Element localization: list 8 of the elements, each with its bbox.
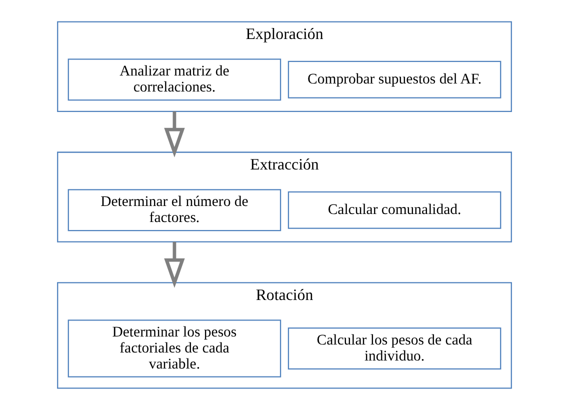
arrow	[164, 242, 184, 288]
node-box: Calcular comunalidad.	[287, 191, 501, 229]
node-box: Analizar matriz de correlaciones.	[67, 58, 281, 101]
node-box: Comprobar supuestos del AF.	[287, 60, 501, 98]
node-box: Determinar el número de factores.	[67, 189, 281, 232]
arrow	[164, 111, 184, 158]
node-box: Calcular los pesos de cada individuo.	[287, 328, 501, 370]
node-box: Determinar los pesos factoriales de cada variable.	[67, 320, 281, 378]
